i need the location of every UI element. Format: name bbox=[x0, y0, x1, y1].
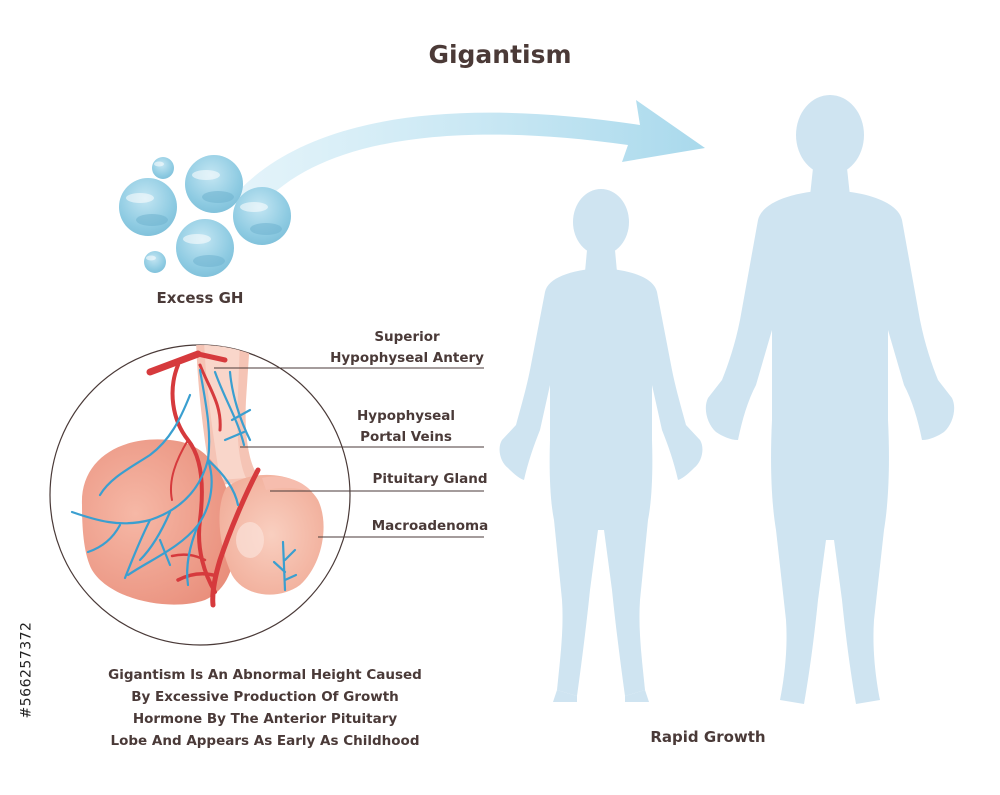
label-line: Hypophyseal Antery bbox=[330, 350, 484, 366]
growth-hormone-spheres-icon bbox=[119, 155, 291, 277]
pituitary-gland-label: Pituitary Gland bbox=[372, 471, 488, 487]
excess-gh-label: Excess GH bbox=[156, 289, 244, 307]
portal-veins-label: Hypophyseal Portal Veins bbox=[340, 406, 472, 448]
stock-id-watermark: #566257372 bbox=[18, 560, 34, 780]
description-line: Hormone By The Anterior Pituitary bbox=[132, 711, 398, 727]
label-line: Superior bbox=[374, 329, 440, 345]
description-line: By Excessive Production Of Growth bbox=[131, 689, 399, 705]
label-line: Hypophyseal bbox=[356, 408, 456, 424]
adult-silhouette-icon bbox=[705, 95, 955, 704]
description-line: Lobe And Appears As Early As Childhood bbox=[110, 733, 420, 749]
label-line: Portal Veins bbox=[360, 429, 452, 445]
arrow-icon bbox=[232, 100, 705, 205]
pituitary-diagram bbox=[49, 344, 484, 646]
macroadenoma-label: Macroadenoma bbox=[371, 518, 489, 534]
page-title: Gigantism bbox=[428, 40, 572, 69]
description-line: Gigantism Is An Abnormal Height Caused bbox=[108, 667, 422, 683]
rapid-growth-label: Rapid Growth bbox=[650, 728, 766, 746]
stock-id-text: #566257372 bbox=[18, 621, 34, 719]
superior-hypophyseal-artery-label: Superior Hypophyseal Antery bbox=[300, 327, 514, 369]
child-silhouette-icon bbox=[499, 189, 703, 702]
description-text: Gigantism Is An Abnormal Height Caused B… bbox=[80, 664, 450, 752]
